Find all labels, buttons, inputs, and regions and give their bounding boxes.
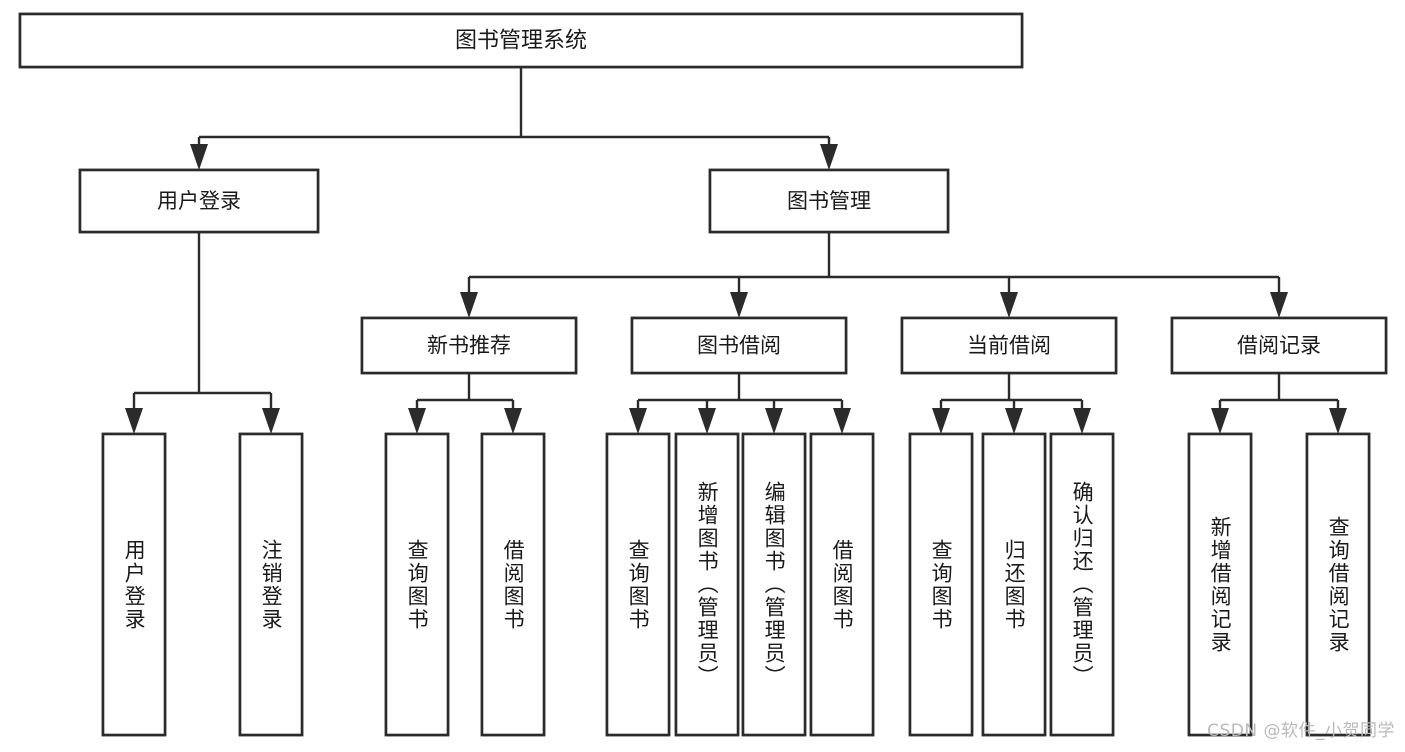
node-leaf-front-1-rect[interactable] [238, 432, 304, 737]
node-level2-front-1-rect[interactable] [708, 168, 950, 234]
node-level2-front-1[interactable] [708, 168, 950, 234]
node-level2-front-0-rect[interactable] [78, 168, 320, 234]
node-leaf-front-0-rect[interactable] [101, 432, 167, 737]
node-leaf-front-5-rect[interactable] [674, 432, 740, 737]
arrow-head-icon [698, 408, 716, 434]
node-level3-front-3-rect[interactable] [1170, 316, 1388, 375]
node-level2-label-1: 图书管理 [787, 189, 871, 213]
node-leaf-front-4-rect[interactable] [605, 432, 671, 737]
node-level2-front-0[interactable] [78, 168, 320, 234]
node-leaf-front-8[interactable] [908, 432, 974, 737]
node-leaf-front-9-rect[interactable] [981, 432, 1047, 737]
csdn-watermark: CSDN @软件_小贺同学 [1207, 721, 1395, 741]
node-leaf-front-3[interactable] [480, 432, 546, 737]
node-level3-label-2: 当前借阅 [967, 334, 1051, 358]
node-level3-front-1-rect[interactable] [630, 316, 848, 375]
arrow-head-icon [1211, 408, 1229, 434]
node-leaf-front-12[interactable] [1305, 432, 1371, 737]
node-level2-label-0: 用户登录 [157, 189, 241, 213]
node-leaf-front-2-rect[interactable] [384, 432, 450, 737]
arrow-head-icon [262, 408, 280, 434]
arrow-head-icon [765, 408, 783, 434]
node-leaf-front-7-rect[interactable] [809, 432, 875, 737]
node-leaf-front-11-rect[interactable] [1187, 432, 1253, 737]
node-leaf-front-2[interactable] [384, 432, 450, 737]
node-level3-front-0-rect[interactable] [360, 316, 578, 375]
arrow-head-icon [190, 144, 208, 170]
node-level3-label-0: 新书推荐 [427, 334, 511, 358]
node-level3-label-3: 借阅记录 [1237, 334, 1321, 358]
node-leaf-front-8-rect[interactable] [908, 432, 974, 737]
node-leaf-front-10-rect[interactable] [1049, 432, 1115, 737]
node-root-front[interactable] [18, 12, 1024, 69]
arrow-head-icon [1005, 408, 1023, 434]
node-level3-label-1: 图书借阅 [697, 334, 781, 358]
arrow-head-icon [408, 408, 426, 434]
node-leaf-front-4[interactable] [605, 432, 671, 737]
node-leaf-front-1[interactable] [238, 432, 304, 737]
node-leaf-front-12-rect[interactable] [1305, 432, 1371, 737]
node-leaf-front-7[interactable] [809, 432, 875, 737]
node-leaf-front-5[interactable] [674, 432, 740, 737]
node-leaf-front-3-rect[interactable] [480, 432, 546, 737]
arrow-head-icon [1270, 292, 1288, 318]
node-level3-front-2-rect[interactable] [900, 316, 1118, 375]
node-level3-front-0[interactable] [360, 316, 578, 375]
arrow-head-icon [629, 408, 647, 434]
node-leaf-front-9[interactable] [981, 432, 1047, 737]
arrow-head-icon [833, 408, 851, 434]
node-root-front-rect[interactable] [18, 12, 1024, 69]
node-level3-front-3[interactable] [1170, 316, 1388, 375]
node-leaf-front-6[interactable] [741, 432, 807, 737]
arrow-head-icon [1329, 408, 1347, 434]
arrow-head-icon [125, 408, 143, 434]
node-leaf-front-0[interactable] [101, 432, 167, 737]
node-leaf-front-11[interactable] [1187, 432, 1253, 737]
arrow-head-icon [1073, 408, 1091, 434]
arrow-head-icon [1000, 292, 1018, 318]
arrow-head-icon [504, 408, 522, 434]
node-leaf-front-10[interactable] [1049, 432, 1115, 737]
arrow-head-icon [932, 408, 950, 434]
arrow-head-icon [460, 292, 478, 318]
arrow-head-icon [820, 144, 838, 170]
node-level3-front-2[interactable] [900, 316, 1118, 375]
node-root-label: 图书管理系统 [455, 29, 587, 54]
node-level3-front-1[interactable] [630, 316, 848, 375]
arrow-head-icon [730, 292, 748, 318]
node-leaf-front-6-rect[interactable] [741, 432, 807, 737]
